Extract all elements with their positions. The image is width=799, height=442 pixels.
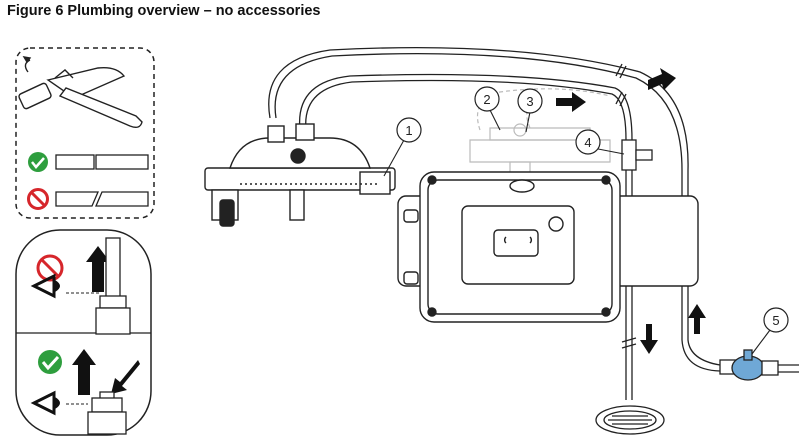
flow-arrow-icon xyxy=(556,92,586,112)
tube-not-inserted xyxy=(34,238,130,334)
nfc-logo xyxy=(494,230,538,256)
callout-leader-2 xyxy=(490,110,500,130)
sensor-head xyxy=(205,124,395,226)
callout-4: 4 xyxy=(576,130,600,154)
callout-1: 1 xyxy=(397,118,421,142)
callout-leader-3 xyxy=(526,112,530,132)
svg-text:5: 5 xyxy=(772,313,779,328)
tube-insertion-inset xyxy=(16,230,151,435)
shutoff-valve xyxy=(720,350,799,380)
callout-3: 3 xyxy=(518,89,542,113)
callout-leader-5 xyxy=(752,330,770,354)
svg-text:1: 1 xyxy=(405,123,412,138)
green-check-icon xyxy=(38,350,62,374)
eye-icon xyxy=(34,393,54,413)
angled-cut-tube-left xyxy=(56,192,98,206)
push-arrow-icon xyxy=(111,360,140,394)
svg-text:2: 2 xyxy=(483,92,490,107)
tube-cutter-inset xyxy=(16,48,154,218)
callout-5: 5 xyxy=(764,308,788,332)
callout-2: 2 xyxy=(475,87,499,111)
controller-enclosure xyxy=(398,172,698,322)
tee-fitting xyxy=(622,140,652,170)
flow-arrow-icon xyxy=(688,304,706,334)
svg-text:4: 4 xyxy=(584,135,591,150)
straight-cut-tube-right xyxy=(96,155,148,169)
flow-arrow-icon xyxy=(640,324,658,354)
good-cut-row xyxy=(28,152,148,172)
tube-cutter-icon xyxy=(18,57,142,127)
straight-cut-tube-left xyxy=(56,155,94,169)
bad-cut-row xyxy=(29,190,149,209)
up-arrow-icon xyxy=(72,349,96,395)
svg-text:3: 3 xyxy=(526,94,533,109)
tube-inserted xyxy=(34,349,140,434)
floor-drain xyxy=(596,406,664,434)
green-check-icon xyxy=(28,152,48,172)
angled-cut-tube-right xyxy=(96,192,148,206)
